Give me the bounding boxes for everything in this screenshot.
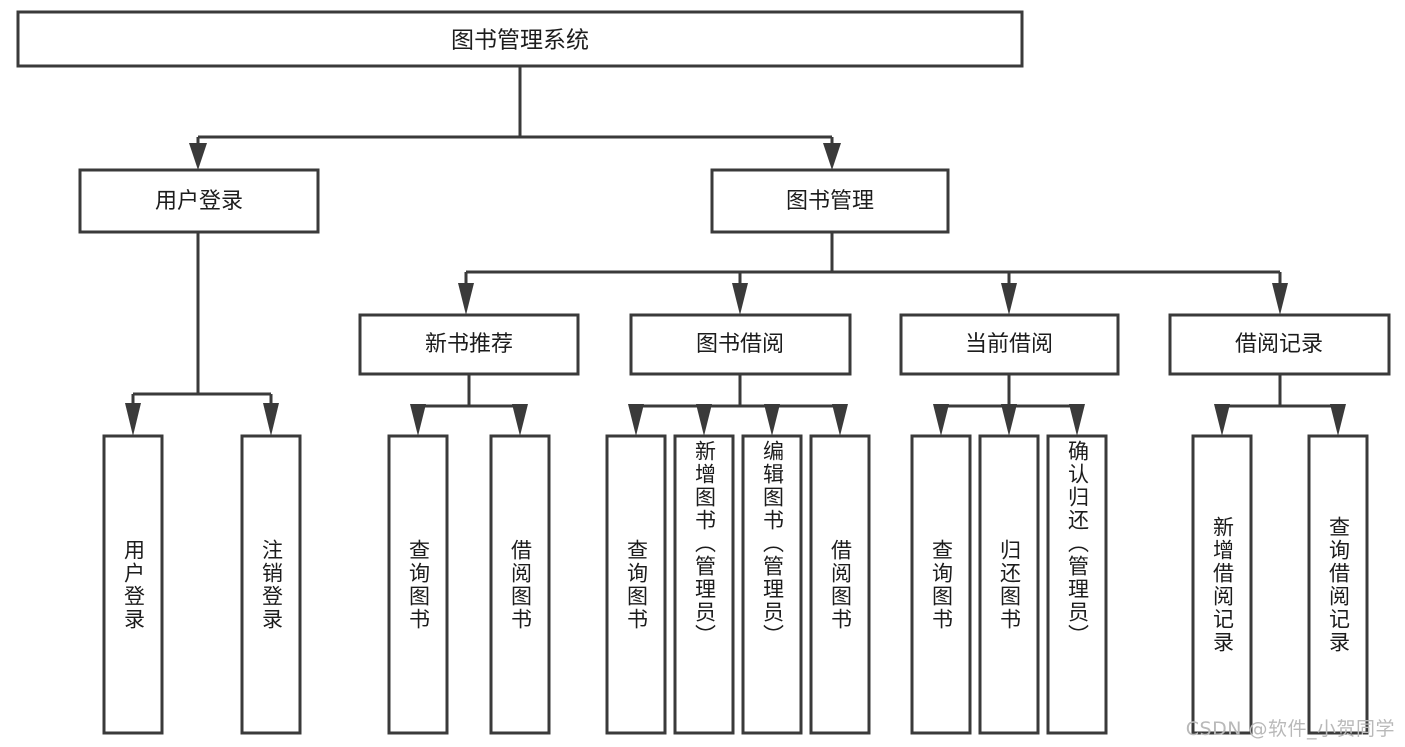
node-borrow-record-box[interactable]	[1168, 313, 1391, 376]
leaf-box-user-login-2[interactable]	[240, 434, 302, 735]
arrow-borrow-leaf-3	[764, 404, 780, 436]
leaf-box-book-borrow-3[interactable]	[741, 434, 803, 735]
arrow-bookmanage-to-current	[1001, 283, 1017, 315]
leaf-box-borrow-record-2[interactable]	[1307, 434, 1369, 735]
arrow-newbook-leaf-2	[512, 404, 528, 436]
node-current-borrow-box[interactable]	[899, 313, 1120, 376]
leaf-box-new-book-1[interactable]	[387, 434, 449, 735]
leaf-box-book-borrow-2[interactable]	[673, 434, 735, 735]
node-root-label: 图书管理系统	[451, 28, 589, 54]
node-user-login-box[interactable]	[78, 168, 320, 234]
arrow-root-to-user-login	[189, 143, 207, 170]
leaf-box-current-borrow-2[interactable]	[978, 434, 1040, 735]
connector-group	[125, 66, 1346, 436]
node-book-manage-box[interactable]	[710, 168, 950, 234]
node-new-book-recommend-label: 新书推荐	[425, 332, 513, 357]
arrow-borrow-leaf-1	[628, 404, 644, 436]
node-book-manage-label: 图书管理	[786, 189, 874, 214]
arrow-bookmanage-to-newbook	[458, 283, 474, 315]
arrow-root-to-book-manage	[823, 143, 841, 170]
node-new-book-recommend[interactable]: 新书推荐	[358, 313, 580, 376]
arrow-current-leaf-2	[1001, 404, 1017, 436]
node-book-borrow[interactable]: 图书借阅	[629, 313, 852, 376]
arrow-record-leaf-1	[1214, 404, 1230, 436]
arrow-record-leaf-2	[1330, 404, 1346, 436]
node-book-borrow-label: 图书借阅	[696, 332, 784, 357]
node-new-book-recommend-box[interactable]	[358, 313, 580, 376]
leaf-box-current-borrow-3[interactable]	[1046, 434, 1108, 735]
leaf-box-book-borrow-1[interactable]	[605, 434, 667, 735]
arrow-bookmanage-to-borrow	[732, 283, 748, 315]
arrow-userlogin-leaf-1	[125, 403, 141, 436]
leaf-box-borrow-record-1[interactable]	[1191, 434, 1253, 735]
node-current-borrow[interactable]: 当前借阅	[899, 313, 1120, 376]
arrow-bookmanage-to-record	[1272, 283, 1288, 315]
node-root[interactable]: 图书管理系统	[16, 10, 1024, 68]
arrow-borrow-leaf-4	[832, 404, 848, 436]
leaf-box-new-book-2[interactable]	[489, 434, 551, 735]
node-user-login[interactable]: 用户登录	[78, 168, 320, 234]
node-book-manage[interactable]: 图书管理	[710, 168, 950, 234]
node-book-borrow-box[interactable]	[629, 313, 852, 376]
leaf-box-user-login-1[interactable]	[102, 434, 164, 735]
node-borrow-record-label: 借阅记录	[1235, 332, 1323, 357]
node-root-box[interactable]	[16, 10, 1024, 68]
node-user-login-label: 用户登录	[155, 189, 243, 214]
arrow-current-leaf-3	[1069, 404, 1085, 436]
csdn-watermark: CSDN @软件_小贺同学	[1185, 718, 1395, 740]
leaf-box-book-borrow-4[interactable]	[809, 434, 871, 735]
node-current-borrow-label: 当前借阅	[965, 332, 1053, 357]
arrow-current-leaf-1	[933, 404, 949, 436]
node-borrow-record[interactable]: 借阅记录	[1168, 313, 1391, 376]
arrow-userlogin-leaf-2	[263, 403, 279, 436]
arrow-borrow-leaf-2	[696, 404, 712, 436]
arrow-newbook-leaf-1	[410, 404, 426, 436]
leaf-box-current-borrow-1[interactable]	[910, 434, 972, 735]
